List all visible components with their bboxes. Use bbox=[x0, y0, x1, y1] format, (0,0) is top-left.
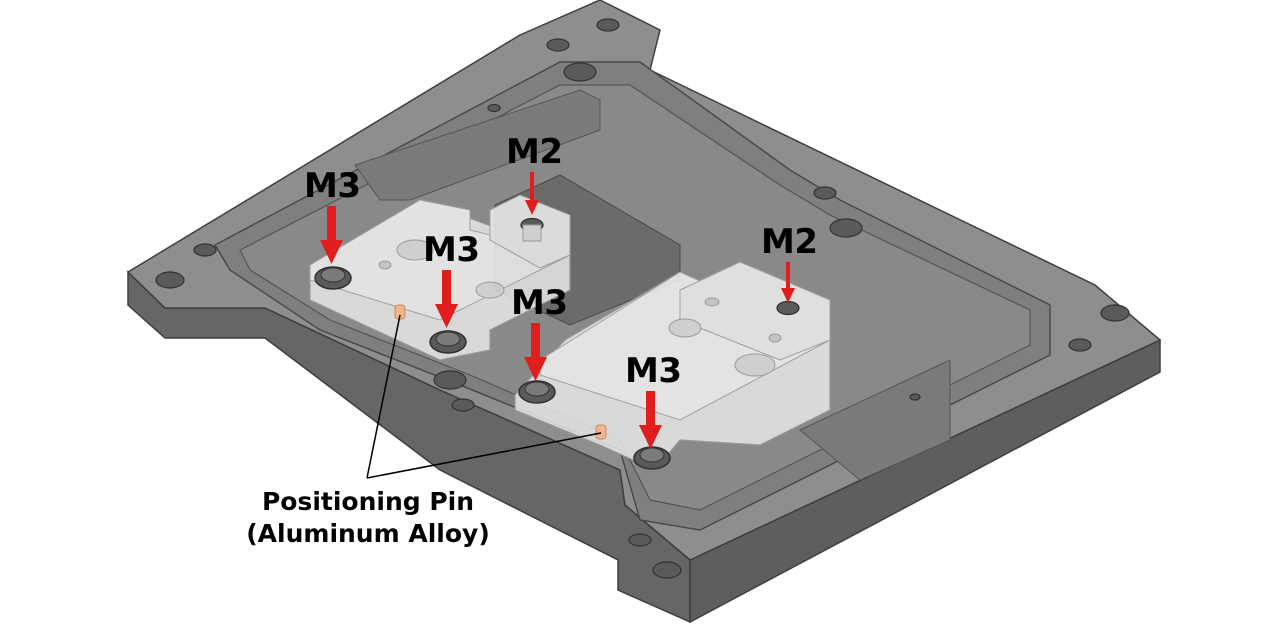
callout-arrows bbox=[320, 172, 795, 449]
pin-label-line1: Positioning Pin bbox=[261, 487, 475, 516]
arrow-m2-b bbox=[781, 262, 795, 303]
m3-screw-b bbox=[429, 330, 467, 354]
positioning-pin-2 bbox=[595, 424, 607, 440]
inner-step-left bbox=[354, 89, 601, 201]
m2-screw-a bbox=[520, 217, 544, 242]
arrow-m2-a bbox=[525, 172, 539, 215]
arrow-m3-c bbox=[524, 323, 547, 381]
pin-label-line2: (Aluminum Alloy) bbox=[246, 519, 490, 548]
label-m2-b: M2 bbox=[761, 222, 818, 262]
m3-screw-c bbox=[518, 380, 556, 404]
positioning-pins bbox=[394, 304, 607, 440]
label-m3-c: M3 bbox=[511, 283, 568, 323]
transparent-block-2 bbox=[514, 261, 832, 471]
arrow-m3-a bbox=[320, 206, 343, 264]
inner-step-right bbox=[799, 359, 951, 481]
m3-screw-a bbox=[314, 266, 352, 290]
positioning-pin-label: Positioning Pin (Aluminum Alloy) bbox=[226, 486, 510, 550]
plate-holes bbox=[155, 18, 1130, 579]
m3-screw-d bbox=[633, 446, 671, 470]
pin-leader-lines bbox=[366, 314, 602, 479]
label-m3-b: M3 bbox=[423, 230, 480, 270]
positioning-pin-1 bbox=[394, 304, 406, 320]
label-m2-a: M2 bbox=[506, 132, 563, 172]
arrow-m3-b bbox=[435, 270, 458, 328]
label-m3-a: M3 bbox=[304, 166, 361, 206]
label-m3-d: M3 bbox=[625, 351, 682, 391]
m2-screw-b bbox=[776, 300, 800, 316]
arrow-m3-d bbox=[639, 391, 662, 449]
transparent-block-1 bbox=[309, 194, 572, 361]
screws bbox=[314, 217, 800, 470]
